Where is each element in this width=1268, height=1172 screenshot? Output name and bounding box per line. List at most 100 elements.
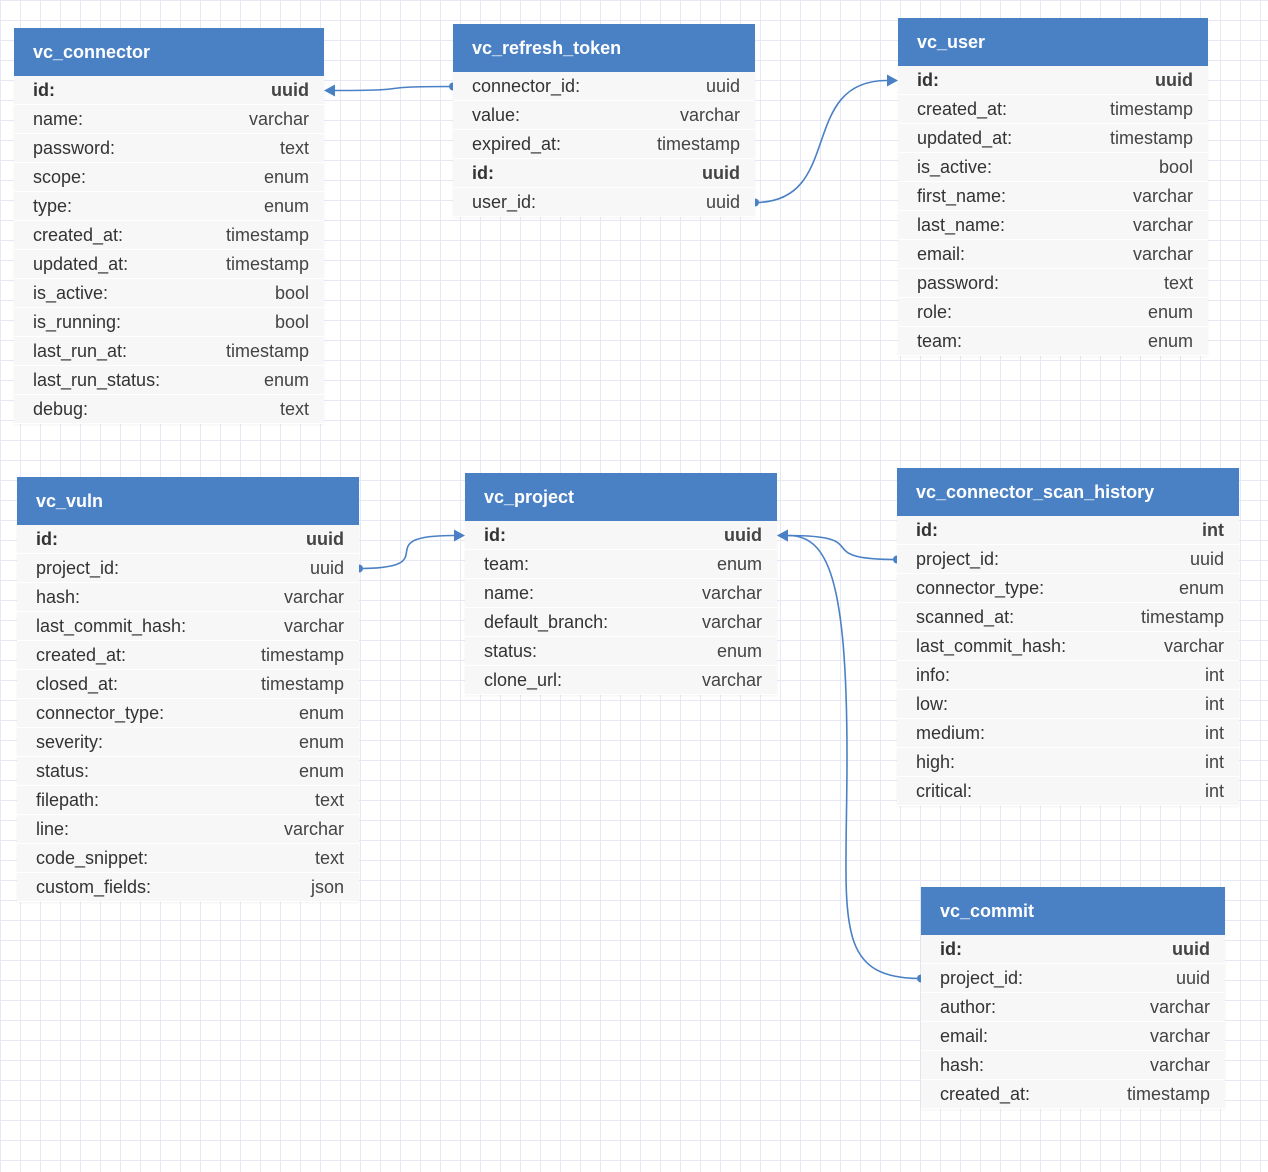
field-row[interactable]: created_at:timestamp (14, 221, 324, 250)
field-row[interactable]: id:uuid (14, 76, 324, 105)
field-name: name: (33, 108, 84, 129)
field-row[interactable]: role:enum (898, 298, 1208, 327)
field-row[interactable]: hash:varchar (921, 1051, 1225, 1080)
field-row[interactable]: clone_url:varchar (465, 666, 777, 695)
field-type: uuid (1172, 938, 1210, 959)
field-row[interactable]: scope:enum (14, 163, 324, 192)
field-name: status: (36, 760, 90, 781)
field-row[interactable]: expired_at:timestamp (453, 130, 755, 159)
field-name: project_id: (940, 967, 1024, 988)
entity-title[interactable]: vc_commit (921, 887, 1225, 935)
field-row[interactable]: last_run_at:timestamp (14, 337, 324, 366)
field-row[interactable]: severity:enum (17, 728, 359, 757)
field-row[interactable]: id:uuid (453, 159, 755, 188)
field-row[interactable]: connector_type:enum (897, 574, 1239, 603)
relationship-0[interactable] (334, 85, 454, 92)
entity-title[interactable]: vc_refresh_token (453, 24, 755, 72)
field-row[interactable]: id:uuid (17, 525, 359, 554)
field-type: uuid (702, 162, 740, 183)
field-row[interactable]: name:varchar (465, 579, 777, 608)
field-row[interactable]: created_at:timestamp (898, 95, 1208, 124)
field-row[interactable]: created_at:timestamp (17, 641, 359, 670)
field-row[interactable]: low:int (897, 690, 1239, 719)
field-name: info: (916, 664, 951, 685)
field-type: enum (263, 369, 309, 390)
field-row[interactable]: default_branch:varchar (465, 608, 777, 637)
field-row[interactable]: author:varchar (921, 993, 1225, 1022)
field-row[interactable]: first_name:varchar (898, 182, 1208, 211)
relationship-4-arrowhead (777, 529, 788, 542)
field-type: varchar (1163, 635, 1224, 656)
field-name: type: (33, 195, 73, 216)
field-type: int (1204, 722, 1224, 743)
field-row[interactable]: created_at:timestamp (921, 1080, 1225, 1109)
field-row[interactable]: last_commit_hash:varchar (17, 612, 359, 641)
field-row[interactable]: value:varchar (453, 101, 755, 130)
entity-title[interactable]: vc_connector_scan_history (897, 468, 1239, 516)
field-name: role: (917, 301, 953, 322)
field-name: user_id: (472, 191, 537, 212)
field-row[interactable]: filepath:text (17, 786, 359, 815)
field-row[interactable]: email:varchar (921, 1022, 1225, 1051)
entity-title[interactable]: vc_connector (14, 28, 324, 76)
field-row[interactable]: id:uuid (465, 521, 777, 550)
field-row[interactable]: is_active:bool (14, 279, 324, 308)
field-row[interactable]: connector_type:enum (17, 699, 359, 728)
field-row[interactable]: scanned_at:timestamp (897, 603, 1239, 632)
field-row[interactable]: password:text (898, 269, 1208, 298)
field-name: connector_type: (916, 577, 1045, 598)
field-row[interactable]: updated_at:timestamp (898, 124, 1208, 153)
field-row[interactable]: high:int (897, 748, 1239, 777)
field-type: timestamp (260, 673, 344, 694)
field-type: uuid (705, 191, 740, 212)
field-row[interactable]: line:varchar (17, 815, 359, 844)
field-row[interactable]: connector_id:uuid (453, 72, 755, 101)
field-row[interactable]: name:varchar (14, 105, 324, 134)
field-row[interactable]: type:enum (14, 192, 324, 221)
relationship-1[interactable] (754, 79, 888, 204)
field-row[interactable]: id:uuid (898, 66, 1208, 95)
entity-title[interactable]: vc_user (898, 18, 1208, 66)
field-row[interactable]: debug:text (14, 395, 324, 424)
field-type: timestamp (1109, 98, 1193, 119)
field-row[interactable]: critical:int (897, 777, 1239, 806)
field-row[interactable]: last_run_status:enum (14, 366, 324, 395)
field-row[interactable]: email:varchar (898, 240, 1208, 269)
field-type: uuid (306, 528, 344, 549)
relationship-2[interactable] (358, 534, 455, 570)
field-row[interactable]: medium:int (897, 719, 1239, 748)
field-row[interactable]: project_id:uuid (921, 964, 1225, 993)
field-row[interactable]: team:enum (465, 550, 777, 579)
relationship-3[interactable] (787, 534, 898, 561)
field-row[interactable]: code_snippet:text (17, 844, 359, 873)
field-row[interactable]: team:enum (898, 327, 1208, 356)
field-type: uuid (705, 75, 740, 96)
field-row[interactable]: user_id: uuid (453, 188, 755, 217)
field-row[interactable]: project_id:uuid (17, 554, 359, 583)
field-row[interactable]: custom_fields:json (17, 873, 359, 902)
field-row[interactable]: project_id:uuid (897, 545, 1239, 574)
field-row[interactable]: last_commit_hash:varchar (897, 632, 1239, 661)
entity-title[interactable]: vc_vuln (17, 477, 359, 525)
field-row[interactable]: is_running:bool (14, 308, 324, 337)
field-row[interactable]: status:enum (17, 757, 359, 786)
field-row[interactable]: status:enum (465, 637, 777, 666)
field-row[interactable]: updated_at:timestamp (14, 250, 324, 279)
field-row[interactable]: password:text (14, 134, 324, 163)
field-row[interactable]: last_name:varchar (898, 211, 1208, 240)
field-row[interactable]: info:int (897, 661, 1239, 690)
field-row[interactable]: is_active:bool (898, 153, 1208, 182)
field-row[interactable]: id:uuid (921, 935, 1225, 964)
entity-title[interactable]: vc_project (465, 473, 777, 521)
field-row[interactable]: id:int (897, 516, 1239, 545)
field-row[interactable]: hash:varchar (17, 583, 359, 612)
field-row[interactable]: closed_at:timestamp (17, 670, 359, 699)
